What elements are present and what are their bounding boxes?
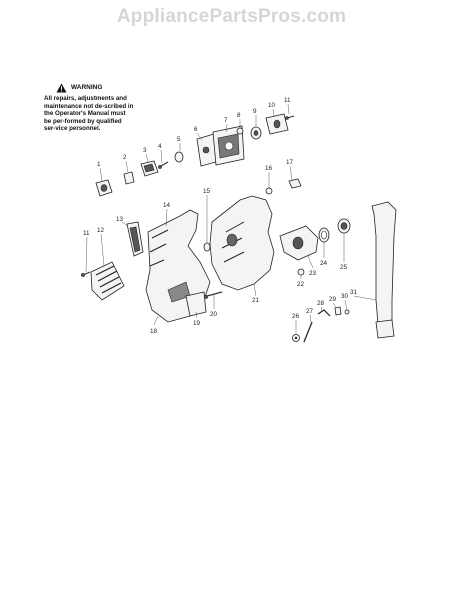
part-15-shape <box>203 242 211 252</box>
callout-26: 26 <box>292 313 300 320</box>
part-5-shape <box>174 151 184 163</box>
part-6-shape <box>196 133 217 167</box>
callout-3: 3 <box>143 147 147 154</box>
warning-heading: WARNING <box>44 83 134 93</box>
part-24-shape <box>318 227 330 243</box>
warning-notice: WARNING All repairs, adjustments and mai… <box>44 83 134 133</box>
callout-12: 12 <box>97 227 105 234</box>
part-16-shape <box>265 187 273 195</box>
leader-lines <box>85 103 377 334</box>
part-8-shape <box>236 127 244 135</box>
callout-1: 1 <box>97 161 101 168</box>
callout-10: 10 <box>268 102 276 109</box>
part-22-shape <box>297 268 305 276</box>
callout-9: 9 <box>253 108 257 115</box>
callout-30: 30 <box>341 293 349 300</box>
callout-28: 28 <box>317 300 325 307</box>
callout-15: 15 <box>203 188 211 195</box>
warning-text: All repairs, adjustments and maintenance… <box>44 95 134 133</box>
callout-22: 22 <box>297 281 305 288</box>
callout-29: 29 <box>329 296 337 303</box>
part-26-shape <box>292 334 300 342</box>
part-19-shape <box>185 291 207 317</box>
callout-2: 2 <box>123 154 127 161</box>
callout-4: 4 <box>158 143 162 150</box>
callout-20: 20 <box>210 311 218 318</box>
part-13-shape <box>126 221 144 257</box>
part-28-shape <box>317 309 331 317</box>
part-10-shape <box>265 113 289 135</box>
callout-25: 25 <box>340 264 348 271</box>
part-17-shape <box>288 178 302 189</box>
callout-11-top: 11 <box>284 97 291 104</box>
callout-8: 8 <box>237 112 241 119</box>
warning-title: WARNING <box>71 84 103 92</box>
part-3-shape <box>140 160 159 177</box>
warning-triangle-icon <box>56 83 67 93</box>
part-12-shape <box>90 261 125 301</box>
callout-23: 23 <box>309 270 317 277</box>
callout-19: 19 <box>193 320 201 327</box>
part-4-shape <box>158 161 169 169</box>
callout-13: 13 <box>116 216 124 223</box>
callout-labels: 1 2 3 4 5 6 7 8 9 10 11 11 12 13 14 15 1… <box>83 97 358 335</box>
part-27-shape <box>303 321 313 343</box>
callout-16: 16 <box>265 165 273 172</box>
part-20-shape <box>204 291 223 299</box>
part-9-shape <box>250 126 262 140</box>
callout-14: 14 <box>163 202 171 209</box>
part-25-shape <box>337 218 351 234</box>
part-21-shape <box>209 195 275 291</box>
callout-17: 17 <box>286 159 294 166</box>
part-30-shape <box>344 309 350 315</box>
callout-27: 27 <box>306 308 314 315</box>
part-7-shape <box>212 125 245 166</box>
part-23-shape <box>279 225 319 261</box>
part-11-left-shape <box>81 271 91 277</box>
callout-6: 6 <box>194 126 198 133</box>
callout-31: 31 <box>350 289 358 296</box>
callout-7: 7 <box>224 117 228 124</box>
part-11-top-shape <box>285 115 295 120</box>
callout-11-left: 11 <box>83 230 90 237</box>
callout-5: 5 <box>177 136 181 143</box>
callout-24: 24 <box>320 260 328 267</box>
part-29-shape <box>334 306 342 316</box>
callout-21: 21 <box>252 297 260 304</box>
site-header: AppliancePartsPros.com <box>116 6 347 27</box>
part-31-shape <box>371 201 397 339</box>
callout-18: 18 <box>150 328 158 335</box>
part-1-shape <box>95 179 113 197</box>
part-2-shape <box>123 171 135 185</box>
